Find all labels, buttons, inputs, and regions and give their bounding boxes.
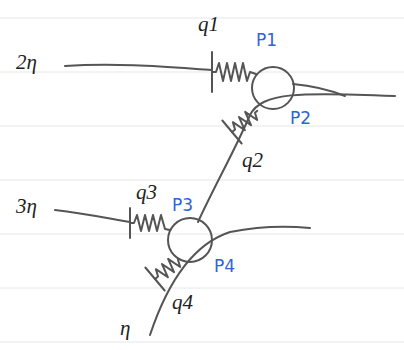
spring-constant: q4 [172, 292, 193, 313]
spring-constant: q1 [198, 14, 219, 35]
point-label: P3 [172, 197, 193, 214]
string [150, 227, 310, 335]
point-label: P1 [256, 32, 277, 49]
spring-constant: q3 [136, 182, 157, 203]
pulley-circle [168, 218, 212, 262]
string [65, 65, 212, 70]
ruled-lines [0, 18, 404, 342]
string [198, 94, 395, 222]
string [55, 210, 130, 222]
spring-symbol [130, 215, 170, 231]
point-label: P4 [214, 258, 235, 275]
spring-constant: q2 [242, 150, 263, 171]
spring-symbol [212, 63, 256, 81]
spring-symbol [222, 99, 267, 143]
point-label: P2 [290, 110, 311, 127]
spring-symbol [145, 248, 187, 290]
pulley-circle [252, 67, 294, 109]
viscosity-label: 2η [16, 52, 37, 73]
viscosity-label: 3η [16, 196, 37, 217]
viscosity-label: η [120, 318, 130, 339]
